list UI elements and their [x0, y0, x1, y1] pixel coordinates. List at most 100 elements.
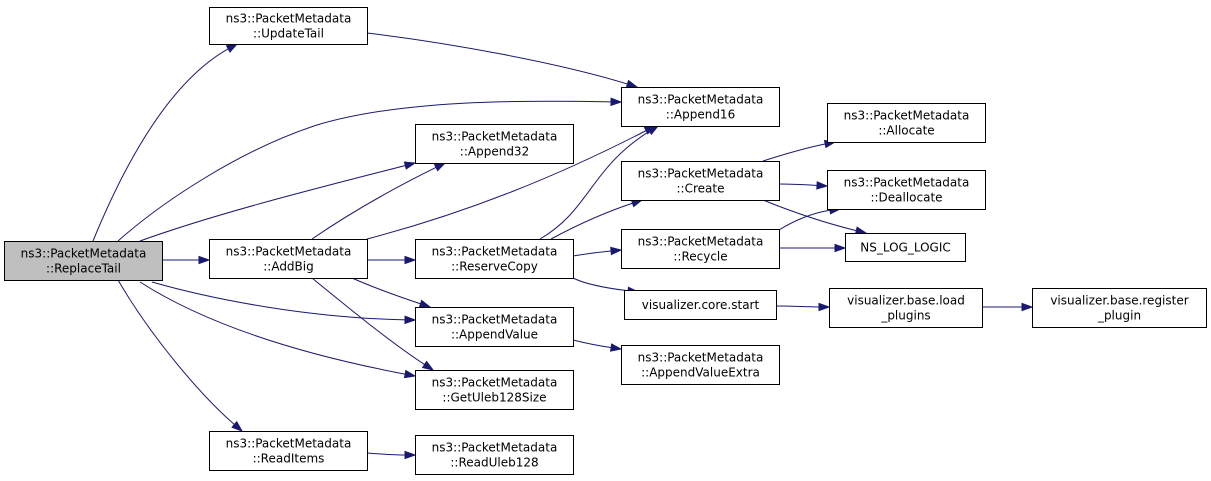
node-label: ns3::PacketMetadata — [844, 109, 970, 123]
node-readuleb128[interactable]: ns3::PacketMetadata::ReadUleb128 — [415, 435, 574, 475]
node-append16[interactable]: ns3::PacketMetadata::Append16 — [621, 87, 780, 127]
edge-line — [572, 250, 613, 257]
node-box — [827, 103, 986, 143]
node-label-line2: ::AppendValueExtra — [641, 366, 760, 380]
edge-line — [351, 277, 422, 305]
node-box — [415, 435, 574, 475]
arrowhead-icon — [609, 343, 623, 352]
edge-line — [778, 209, 832, 231]
edge-line — [311, 166, 438, 240]
node-box — [209, 431, 368, 471]
edge-line — [539, 130, 651, 240]
node-box — [415, 370, 574, 410]
edge-create-to-allocate — [762, 139, 837, 162]
node-label-line2: ::ReadUleb128 — [450, 456, 538, 470]
node-box — [827, 170, 986, 210]
node-registerplugin[interactable]: visualizer.base.register_plugin — [1032, 288, 1207, 328]
node-box — [4, 241, 163, 281]
node-nsloglogic[interactable]: NS_LOG_LOGIC — [845, 233, 966, 262]
node-readitems[interactable]: ns3::PacketMetadata::ReadItems — [209, 431, 368, 471]
edge-line — [139, 164, 407, 242]
node-box — [845, 233, 966, 262]
node-recycle[interactable]: ns3::PacketMetadata::Recycle — [621, 229, 780, 269]
node-appendvalue[interactable]: ns3::PacketMetadata::AppendValue — [415, 307, 574, 347]
node-label-line2: _plugins — [880, 309, 930, 323]
edge-appendvalue-to-appendvalueextra — [572, 339, 623, 352]
node-label: ns3::PacketMetadata — [226, 245, 352, 259]
edge-loadplugins-to-registerplugin — [981, 302, 1034, 312]
node-box — [415, 307, 574, 347]
node-box — [209, 7, 368, 45]
edge-create-to-deallocate — [778, 181, 829, 190]
node-box — [829, 288, 983, 328]
node-box — [415, 239, 574, 279]
node-allocate[interactable]: ns3::PacketMetadata::Allocate — [827, 103, 986, 143]
node-box — [621, 87, 780, 127]
edge-corestart-to-loadplugins — [775, 302, 831, 312]
arrowhead-icon — [816, 181, 829, 190]
edge-line — [762, 199, 858, 232]
node-label-line2: ::AppendValue — [451, 328, 538, 342]
node-updatetail[interactable]: ns3::PacketMetadata::UpdateTail — [209, 7, 368, 45]
edge-replacetail-to-updatetail — [92, 43, 239, 242]
node-label-line2: ::ReplaceTail — [46, 262, 121, 276]
edge-line — [778, 183, 819, 186]
arrowhead-icon — [225, 43, 239, 53]
node-addbig[interactable]: ns3::PacketMetadata::AddBig — [209, 239, 368, 279]
arrowhead-icon — [404, 315, 417, 325]
arrowhead-icon — [404, 450, 417, 460]
node-getuleb128size[interactable]: ns3::PacketMetadata::GetUleb128Size — [415, 370, 574, 410]
node-label: ns3::PacketMetadata — [638, 93, 764, 107]
node-box — [209, 239, 368, 279]
edge-line — [366, 452, 407, 456]
edge-replacetail-to-readitems — [117, 279, 244, 432]
node-label-line2: ::ReserveCopy — [451, 260, 538, 274]
node-label: ns3::PacketMetadata — [638, 235, 764, 249]
arrowhead-icon — [198, 255, 211, 265]
arrowhead-icon — [818, 302, 831, 312]
edge-addbig-to-getuleb128size — [311, 277, 435, 371]
node-label: ns3::PacketMetadata — [432, 313, 558, 327]
node-deallocate[interactable]: ns3::PacketMetadata::Deallocate — [827, 170, 986, 210]
edge-line — [762, 143, 827, 162]
node-label: visualizer.base.register — [1050, 294, 1188, 308]
arrowhead-icon — [625, 79, 639, 88]
node-label-line2: ::ReadItems — [253, 452, 325, 466]
node-corestart[interactable]: visualizer.core.start — [624, 290, 777, 320]
node-label: ns3::PacketMetadata — [432, 245, 558, 259]
node-replacetail[interactable]: ns3::PacketMetadata::ReplaceTail — [4, 241, 163, 281]
node-label-line2: ::Append32 — [460, 145, 529, 159]
node-create[interactable]: ns3::PacketMetadata::Create — [621, 161, 780, 201]
edge-line — [366, 32, 629, 85]
edge-line — [139, 281, 407, 375]
node-label-line2: ::Recycle — [673, 250, 727, 264]
edge-addbig-to-appendvalue — [351, 277, 432, 308]
edge-line — [775, 305, 821, 308]
edge-replacetail-to-append32 — [139, 161, 417, 242]
node-append32[interactable]: ns3::PacketMetadata::Append32 — [415, 124, 574, 164]
arrowhead-icon — [421, 360, 435, 371]
node-box — [621, 345, 780, 385]
edge-line — [311, 277, 426, 366]
node-label: visualizer.core.start — [642, 298, 760, 312]
node-label: ns3::PacketMetadata — [432, 441, 558, 455]
arrowhead-icon — [404, 255, 417, 265]
node-label-line2: ::UpdateTail — [253, 27, 324, 41]
arrowhead-icon — [610, 246, 623, 256]
edge-line — [366, 129, 648, 240]
edge-line — [572, 339, 613, 349]
node-reservecopy[interactable]: ns3::PacketMetadata::ReserveCopy — [415, 239, 574, 279]
arrowhead-icon — [433, 162, 447, 172]
arrowhead-icon — [403, 369, 417, 379]
edge-line — [572, 277, 630, 292]
node-loadplugins[interactable]: visualizer.base.load_plugins — [829, 288, 983, 328]
node-label-line2: _plugin — [1097, 309, 1141, 323]
node-box — [415, 124, 574, 164]
edge-line — [92, 47, 230, 242]
node-label-line2: ::GetUleb128Size — [442, 391, 546, 405]
node-label-line2: ::Allocate — [878, 124, 934, 138]
node-appendvalueextra[interactable]: ns3::PacketMetadata::AppendValueExtra — [621, 345, 780, 385]
edge-reservecopy-to-append16 — [539, 125, 660, 240]
nodes-layer: ns3::PacketMetadata::ReplaceTailns3::Pac… — [4, 7, 1207, 475]
